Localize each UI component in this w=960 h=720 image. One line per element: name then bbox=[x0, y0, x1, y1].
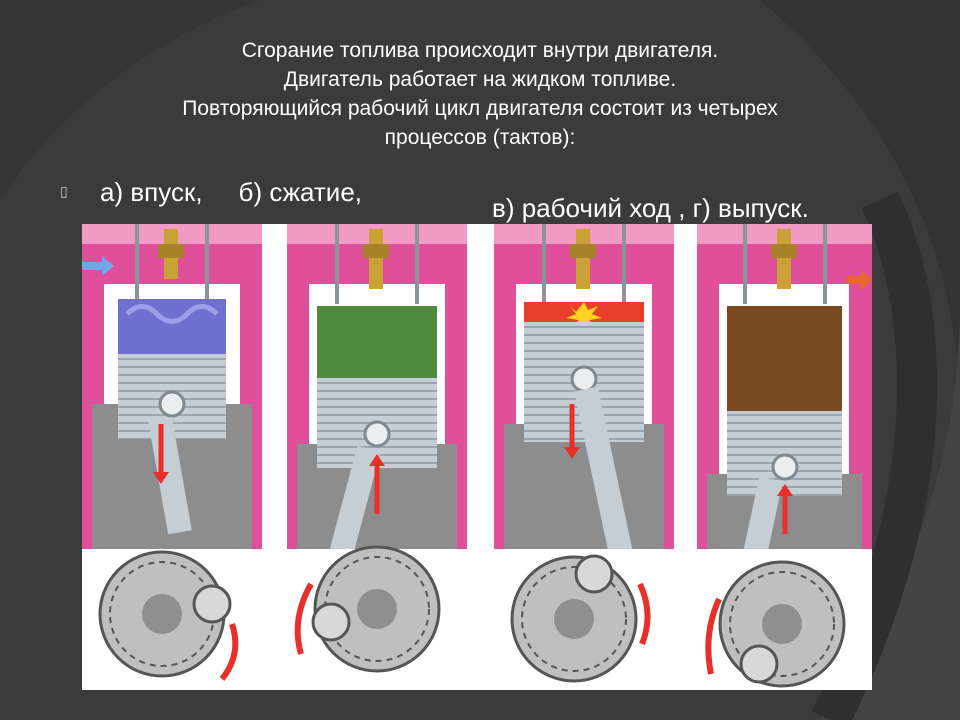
title-line: Сгорание топлива происходит внутри двига… bbox=[241, 39, 719, 62]
strokes-label-ab: а) впуск, б) сжатие, bbox=[100, 177, 362, 208]
panel-compression bbox=[287, 224, 467, 690]
stroke-intake-label: а) впуск, bbox=[100, 177, 203, 207]
exhaust-gas bbox=[727, 306, 842, 411]
panel-power-stroke bbox=[494, 224, 674, 690]
arrow-icon bbox=[637, 582, 651, 646]
title-line: Двигатель работает на жидком топливе. bbox=[283, 68, 677, 91]
engine-cycle-illustration bbox=[82, 224, 872, 690]
panel-intake bbox=[82, 224, 262, 690]
engine-diagram bbox=[82, 224, 872, 690]
stroke-compression-label: б) сжатие, bbox=[238, 177, 363, 207]
strokes-label-cd: в) рабочий ход , г) выпуск. bbox=[492, 193, 809, 223]
spark-plug-icon bbox=[777, 229, 791, 289]
piston bbox=[727, 411, 842, 496]
bullet-icon: ▯ bbox=[60, 183, 68, 199]
arrow-icon bbox=[82, 256, 114, 276]
spark-plug-icon bbox=[576, 229, 590, 289]
slide-title: Сгорание топлива происходит внутри двига… bbox=[80, 36, 880, 152]
arrow-icon bbox=[294, 582, 314, 655]
title-line: процессов (тактов): bbox=[384, 126, 576, 149]
spark-plug-icon bbox=[369, 229, 383, 289]
compressed-mixture bbox=[317, 306, 437, 378]
arrow-icon bbox=[847, 270, 872, 290]
panel-exhaust bbox=[697, 224, 872, 690]
spark-icon bbox=[566, 302, 602, 330]
arrow-icon bbox=[219, 623, 239, 681]
title-line: Повторяющийся рабочий цикл двигателя сос… bbox=[182, 97, 778, 120]
arrow-icon bbox=[705, 597, 722, 675]
